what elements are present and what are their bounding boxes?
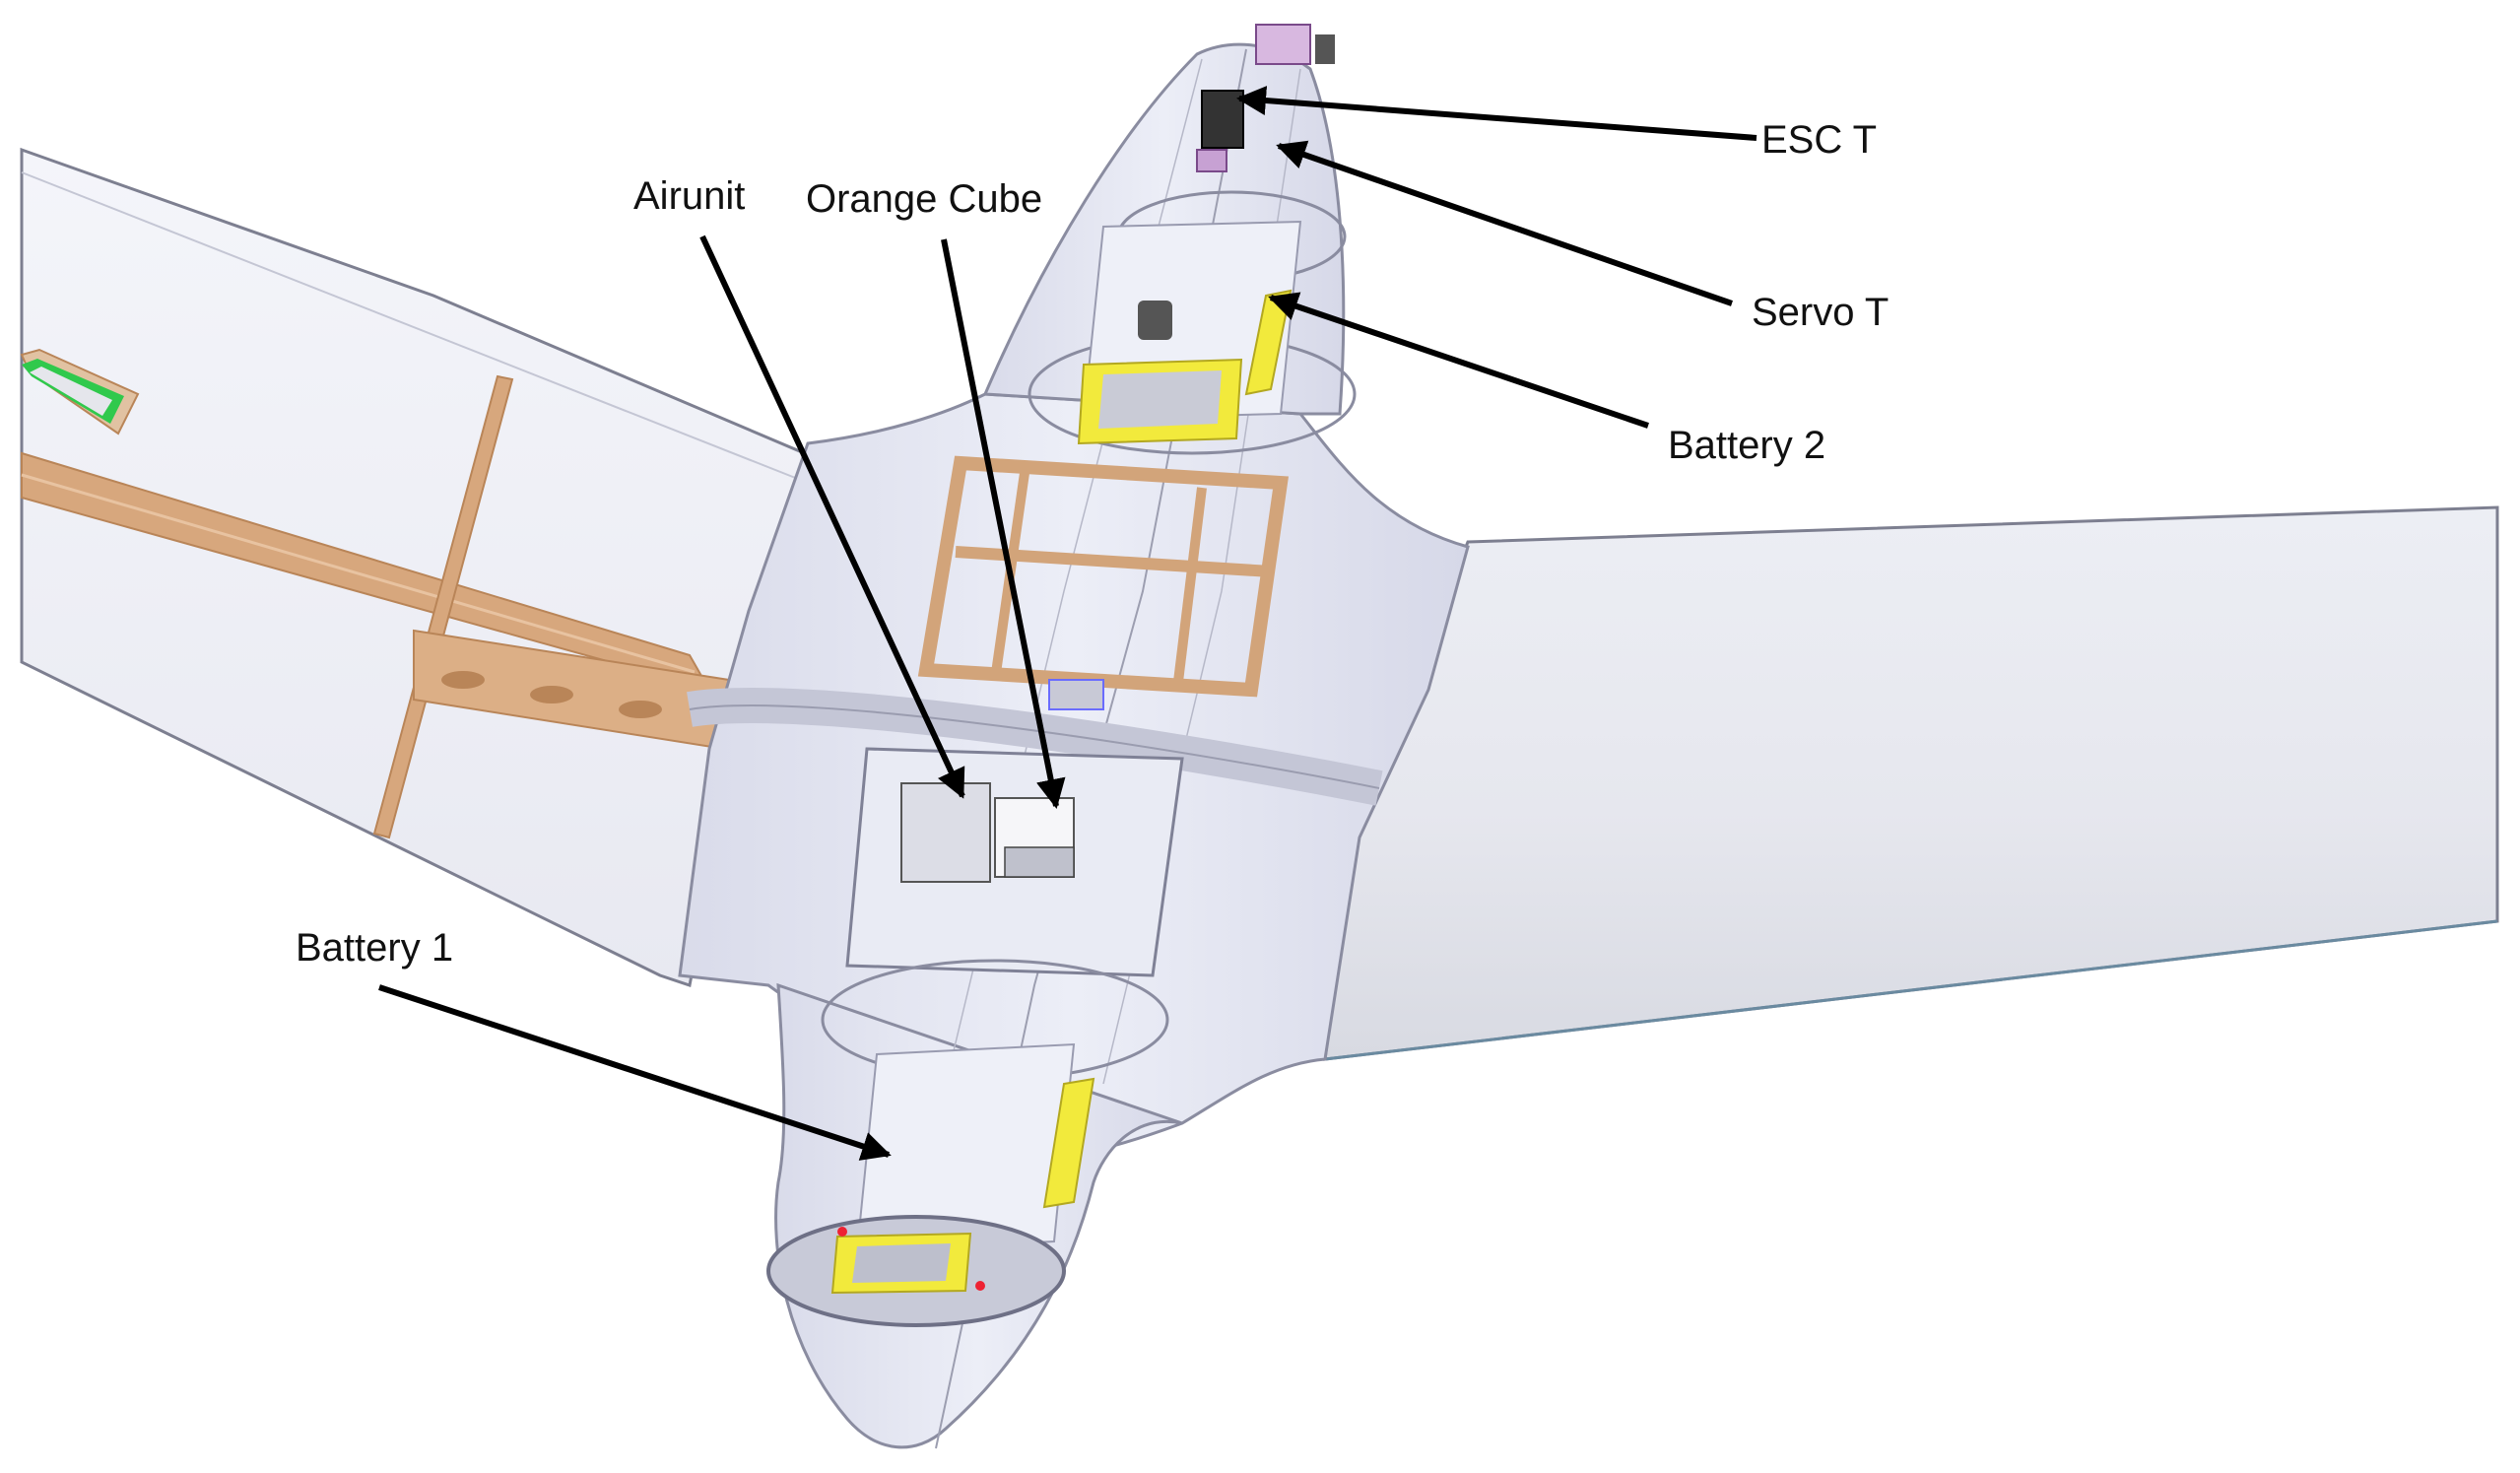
green-hatch	[20, 348, 140, 435]
arrow-servo	[1276, 140, 1733, 306]
label-orange-cube: Orange Cube	[806, 177, 1042, 221]
arrow-battery-2	[1268, 292, 1649, 429]
fuselage	[678, 24, 1470, 1449]
battery-2-bay	[1077, 220, 1302, 445]
avionics-bay	[845, 679, 1184, 977]
arrow-airunit	[699, 234, 965, 799]
right-wing	[1323, 505, 2499, 1061]
battery-1-bay	[855, 1042, 1095, 1253]
left-wing	[20, 147, 829, 987]
callout-labels: ESC T Servo T Battery 2 Airunit Orange C…	[296, 118, 1889, 970]
arrow-esc	[1236, 86, 1757, 141]
label-battery-2: Battery 2	[1668, 424, 1825, 467]
arrow-orange-cube	[941, 238, 1066, 809]
arrow-battery-1	[378, 984, 892, 1161]
callout-arrows	[378, 86, 1757, 1161]
label-battery-1: Battery 1	[296, 926, 453, 970]
label-servo: Servo T	[1752, 291, 1889, 334]
label-esc: ESC T	[1761, 118, 1877, 162]
label-airunit: Airunit	[633, 174, 745, 218]
nose-motor-parts	[1196, 24, 1335, 172]
